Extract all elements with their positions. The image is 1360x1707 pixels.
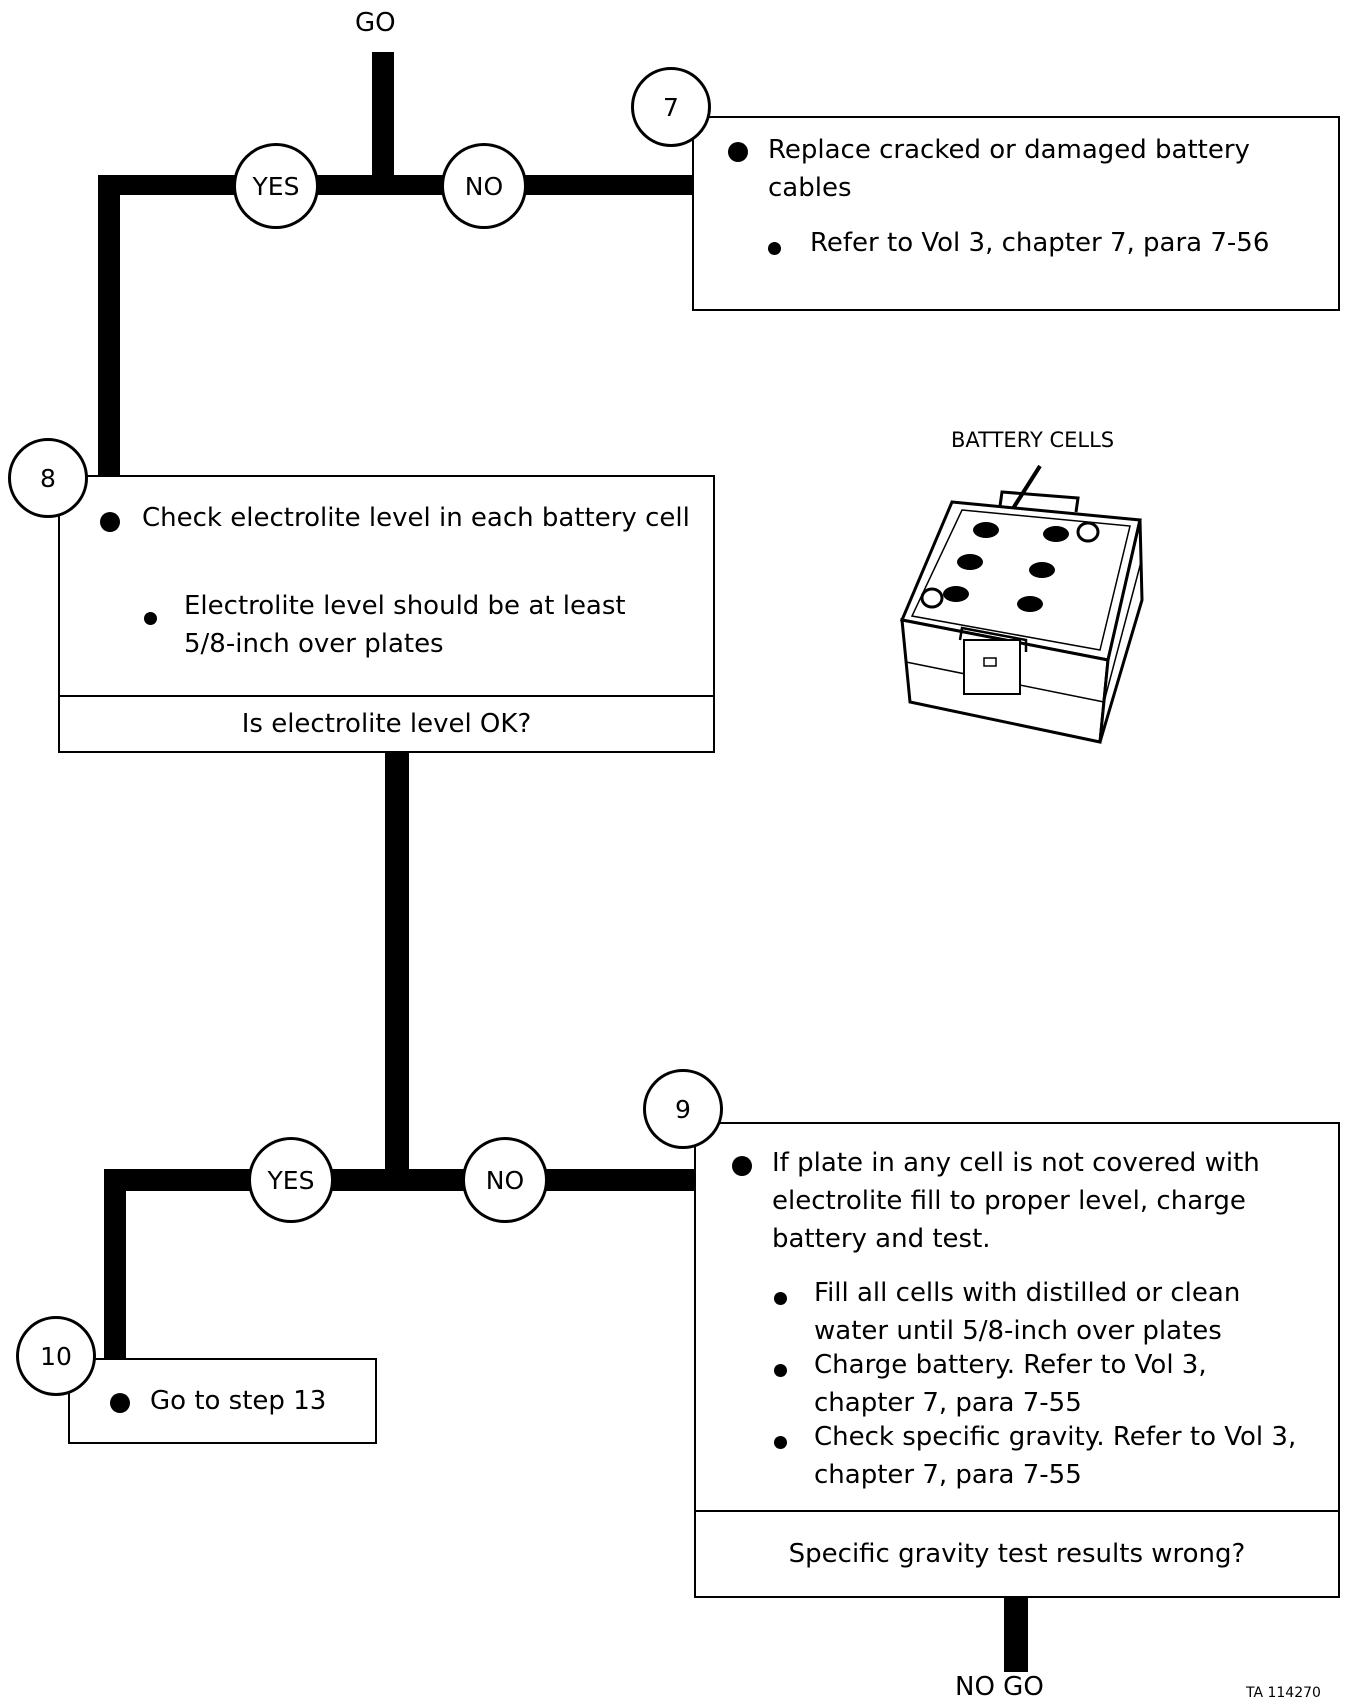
cell-cap: [973, 522, 999, 538]
battery-cells-callout: BATTERY CELLS: [951, 428, 1115, 452]
yes-path-2-vertical: [104, 1169, 126, 1364]
step9-sub-text-3: Check specific gravity. Refer to Vol 3, …: [814, 1422, 1297, 1490]
sub-bullet-icon: [774, 1364, 787, 1377]
step7-sub-text: Refer to Vol 3, chapter 7, para 7-56: [810, 228, 1270, 258]
step7-main-text: Replace cracked or damaged battery cable…: [768, 135, 1250, 203]
yes-path-1-vertical: [98, 175, 120, 485]
cell-cap: [1029, 562, 1055, 578]
step10-main-text: Go to step 13: [150, 1386, 327, 1416]
sub-bullet-icon: [774, 1292, 787, 1305]
yes-node-1: YES: [233, 143, 319, 229]
battery-illustration: [899, 464, 1144, 744]
step8-question: Is electrolite level OK?: [60, 695, 713, 751]
no-node-2: NO: [462, 1137, 548, 1223]
step9-question: Specific gravity test results wrong?: [696, 1510, 1338, 1596]
cell-cap: [957, 554, 983, 570]
step9-main-text: If plate in any cell is not covered with…: [772, 1148, 1260, 1254]
nogo-connector-bottom: [1004, 1597, 1028, 1672]
yes-node-2: YES: [248, 1137, 334, 1223]
decision-2-horizontal-line: [104, 1169, 697, 1191]
decision-1-horizontal-line: [98, 175, 693, 195]
go-terminal: GO: [355, 8, 396, 38]
no-node-1: NO: [441, 143, 527, 229]
step9-number: 9: [643, 1069, 723, 1149]
step8-output-line: [385, 752, 409, 1182]
bullet-icon: [110, 1393, 130, 1413]
battery-terminal: [920, 587, 944, 609]
step8-sub-text: Electrolite level should be at least 5/8…: [184, 591, 626, 659]
step8-number: 8: [8, 438, 88, 518]
cell-cap: [1017, 596, 1043, 612]
cell-cap: [1043, 526, 1069, 542]
step7-number: 7: [631, 67, 711, 147]
sub-bullet-icon: [768, 242, 781, 255]
step8-main-text: Check electrolite level in each battery …: [142, 503, 690, 533]
step7-box: Replace cracked or damaged battery cable…: [692, 116, 1340, 311]
sub-bullet-icon: [144, 612, 157, 625]
nogo-terminal: NO GO: [955, 1672, 1044, 1702]
step10-number: 10: [16, 1316, 96, 1396]
go-connector-top: [372, 52, 394, 184]
figure-code: TA 114270: [1246, 1685, 1321, 1701]
step9-sub-text-2: Charge battery. Refer to Vol 3, chapter …: [814, 1350, 1207, 1418]
bullet-icon: [732, 1156, 752, 1176]
cell-cap: [943, 586, 969, 602]
bullet-icon: [728, 142, 748, 162]
battery-terminal: [1076, 521, 1100, 543]
bullet-icon: [100, 512, 120, 532]
step9-sub-text-1: Fill all cells with distilled or clean w…: [814, 1278, 1241, 1346]
step10-box: Go to step 13: [68, 1358, 377, 1444]
step9-box: If plate in any cell is not covered with…: [694, 1122, 1340, 1598]
step8-box: Check electrolite level in each battery …: [58, 475, 715, 753]
battery-side: [1098, 519, 1144, 743]
sub-bullet-icon: [774, 1436, 787, 1449]
